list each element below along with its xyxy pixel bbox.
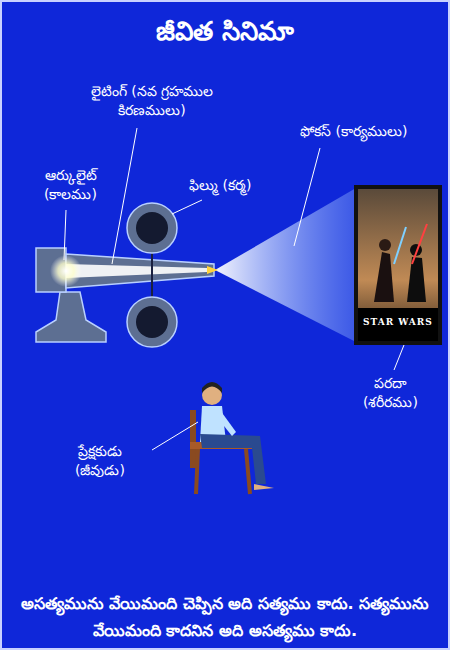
light-saber — [394, 227, 406, 264]
film-reel — [127, 203, 177, 253]
poster-band — [358, 308, 438, 341]
part-label: పరదా (శరీరము) — [361, 374, 420, 412]
person-trousers — [200, 434, 266, 484]
part-label: ఆర్కులైట్ (కాలము) — [42, 166, 99, 204]
title: జీవిత సినిమా — [2, 16, 448, 53]
screen-picture — [358, 189, 438, 341]
figure — [374, 252, 394, 302]
inner-beam — [66, 264, 207, 278]
chair-back — [190, 410, 196, 468]
lens-tip — [207, 266, 218, 274]
reel-hub — [136, 306, 168, 338]
light-saber — [412, 224, 427, 264]
person-foot — [254, 484, 274, 490]
leader-line — [112, 128, 137, 264]
poster-title: STAR WARS — [363, 318, 433, 328]
figure — [407, 257, 426, 302]
film-reel — [127, 297, 177, 347]
part-label: ప్రేక్షకుడు (జీవుడు) — [73, 442, 127, 480]
figure — [379, 239, 391, 251]
lens-barrel — [66, 254, 214, 288]
person-arm — [216, 410, 236, 436]
caption: అసత్యమును వేయిమంది చెప్పిన అది సత్యము కా… — [10, 590, 440, 644]
light-cone — [215, 188, 356, 342]
arc-light-glow — [50, 255, 82, 287]
part-label: ఫోకస్ (కార్యములు) — [300, 122, 407, 141]
leader-line — [294, 148, 320, 246]
screen — [354, 185, 442, 345]
chair-leg — [246, 449, 250, 494]
leader-line — [394, 345, 404, 370]
reel-hub — [136, 212, 168, 244]
chair-leg — [196, 449, 198, 494]
leader-line — [64, 210, 66, 260]
part-label: లైటింగ్ (నవ గ్రహముల కిరణములు) — [73, 82, 231, 120]
part-label: ఫిల్ము (కర్మ) — [189, 176, 251, 195]
projector-stand — [36, 292, 106, 342]
leader-line — [152, 422, 198, 450]
leader-line — [172, 200, 202, 214]
person-hair — [202, 382, 222, 393]
